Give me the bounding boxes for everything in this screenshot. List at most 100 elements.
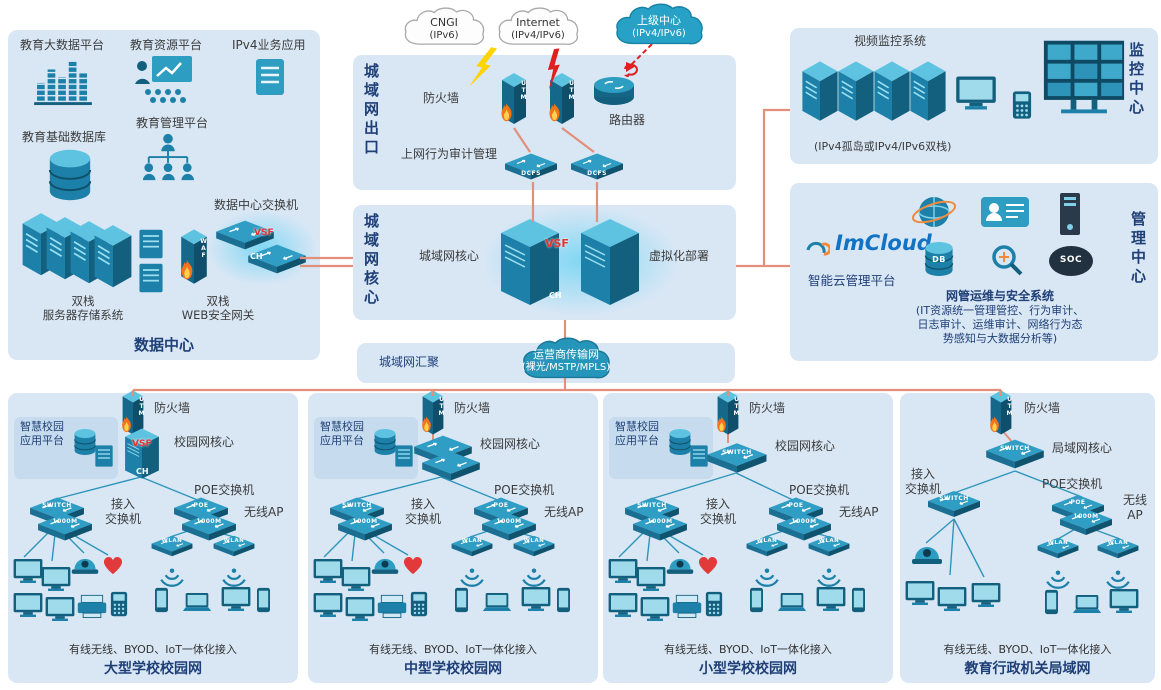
panel-metro-core: 城域网核心 城域网核心 VSF CH 虚拟化部署 (353, 205, 736, 320)
router-icon (591, 73, 637, 113)
printer-icon (76, 593, 108, 623)
smartphone-icon (154, 587, 169, 617)
keypad-device-icon (410, 591, 428, 621)
utm-label: UTM (733, 396, 740, 417)
access-note: 有线无线、BYOD、IoT一体化接入 (69, 643, 237, 656)
iot-heart-icon (402, 555, 424, 579)
campus-title: 小型学校校园网 (699, 661, 797, 677)
dc-switch-icon (246, 242, 308, 280)
panel-monitoring-center: 视频监控系统 监控中心 (IPv4孤岛或IPv4/IPv6双栈) (790, 28, 1158, 164)
cloud-platform-label: 智能云管理平台 (808, 273, 896, 288)
soc-icon: SOC (1048, 245, 1094, 277)
wlan-ap-icon: WLAN (150, 533, 194, 559)
panel-datacenter: 教育大数据平台 教育资源平台 IPv4业务应用 教育基础数据库 教育管理平台 双… (8, 30, 320, 360)
desktop-icon (40, 565, 72, 597)
poe-switch-label: POE交换机 (194, 483, 255, 497)
poe-switch-label: POE交换机 (1042, 477, 1103, 491)
server-icon (906, 54, 950, 130)
smartphone-icon (749, 587, 764, 617)
edu-mgmt-platform-label: 教育管理平台 (136, 116, 209, 130)
access-switch-icon: 1000M (336, 511, 394, 543)
access-note: 有线无线、BYOD、IoT一体化接入 (664, 643, 832, 656)
utm-firewall-icon: UTM (547, 69, 577, 127)
utm-label: UTM (438, 396, 445, 417)
video-wall-icon (1042, 38, 1126, 120)
desktop-icon (904, 579, 936, 611)
desktop-icon (1108, 587, 1140, 619)
laptop-icon (180, 591, 214, 618)
presentation-icon (132, 54, 194, 110)
desktop-icon (936, 585, 968, 617)
campus-title: 教育行政机关局域网 (964, 661, 1091, 677)
wireless-ap-label: 无线AP (839, 505, 879, 519)
campus-title: 中型学校校园网 (404, 661, 502, 677)
printer-icon (376, 593, 408, 623)
internet-cloud-text: Internet(IPv4/IPv6) (511, 15, 565, 41)
poe-switch-icon: 1000M (1058, 507, 1114, 537)
wlan-ap-icon: WLAN (745, 533, 789, 559)
keypad-device-icon (110, 591, 128, 621)
access-switch-label: 接入交换机 (699, 497, 736, 526)
internet-cloud: Internet(IPv4/IPv6) (486, 6, 590, 52)
firewall-icon: UTM (988, 387, 1014, 437)
wifi-waves-icon (749, 561, 785, 589)
id-card-icon (980, 193, 1030, 235)
poe-switch-label: POE交换机 (789, 483, 850, 497)
smartphone-icon (454, 587, 469, 617)
monitoring-center-title: 监控中心 (1127, 42, 1145, 118)
server-tower-icon (1052, 191, 1088, 243)
metro-core-title: 城域网核心 (362, 213, 380, 308)
router-label: 路由器 (609, 113, 646, 127)
smart-platform-label: 智慧校园应用平台 (320, 420, 364, 447)
wireless-ap-label: 无线AP (544, 505, 584, 519)
monitoring-note: (IPv4孤岛或IPv4/IPv6双栈) (814, 140, 952, 153)
firewall-label: 防火墙 (749, 401, 786, 415)
utm-label: UTM (138, 396, 145, 417)
org-chart-icon (140, 132, 196, 188)
globe-network-icon (910, 191, 958, 237)
audit-appliance-icon: DCFS (569, 151, 625, 183)
smartphone-icon (851, 587, 866, 617)
metro-core-label: 城域网核心 (419, 249, 480, 263)
storage-unit-icon (136, 228, 166, 264)
audit-magnifier-icon (988, 243, 1028, 285)
campus-title: 大型学校校园网 (104, 661, 202, 677)
desktop-icon (815, 585, 847, 617)
panel-management-center: ImCloud 智能云管理平台 DB SOC 管理中心 网管运维与安全系统 (I… (790, 183, 1158, 361)
dome-camera-icon (910, 541, 944, 571)
desktop-icon (12, 591, 44, 623)
lan-core-switch-icon: SWITCH (984, 437, 1046, 471)
route-refresh-icon (624, 63, 638, 77)
firewall-icon: UTM (715, 387, 741, 437)
utm-label: UTM (1006, 396, 1013, 417)
panel-campus-large: UTM 防火墙 智慧校园应用平台 VSF CH 校园网核心 POE交换机 接入交… (8, 390, 298, 683)
workstation-monitor-icon (954, 74, 998, 116)
lan-core-label: 局域网核心 (1052, 441, 1113, 455)
desktop-icon (312, 591, 344, 623)
cngi-cloud-text: CNGI(IPv6) (429, 15, 459, 41)
wlan-ap-icon: WLAN (212, 533, 256, 559)
desktop-icon (344, 595, 376, 627)
panel-campus-medium: UTM 防火墙 智慧校园应用平台 校园网核心 POE交换机 接入交换机 SWIT… (308, 390, 598, 683)
wlan-ap-icon: WLAN (807, 533, 851, 559)
firewall-label: 防火墙 (423, 91, 460, 105)
waf-gateway-icon: WAF (178, 226, 210, 288)
keypad-device-icon (1012, 90, 1032, 124)
smartphone-icon (556, 587, 571, 617)
storage-unit-icon (394, 443, 414, 473)
laptop-icon (775, 591, 809, 618)
wifi-waves-icon (154, 561, 190, 589)
utm-label: UTM (568, 80, 575, 101)
management-center-title: 管理中心 (1129, 211, 1147, 287)
access-note: 有线无线、BYOD、IoT一体化接入 (943, 643, 1112, 656)
access-note: 有线无线、BYOD、IoT一体化接入 (369, 643, 537, 656)
desktop-icon (970, 581, 1002, 613)
wlan-ap-icon: WLAN (512, 533, 556, 559)
printer-icon (671, 593, 703, 623)
dc-switch-label: 数据中心交换机 (214, 198, 299, 212)
wireless-ap-label: 无线AP (244, 505, 284, 519)
virtualization-label: 虚拟化部署 (649, 249, 710, 263)
ch-label: CH (250, 252, 263, 261)
firewall-icon: UTM (420, 387, 446, 437)
imcloud-logo: ImCloud (804, 231, 932, 258)
